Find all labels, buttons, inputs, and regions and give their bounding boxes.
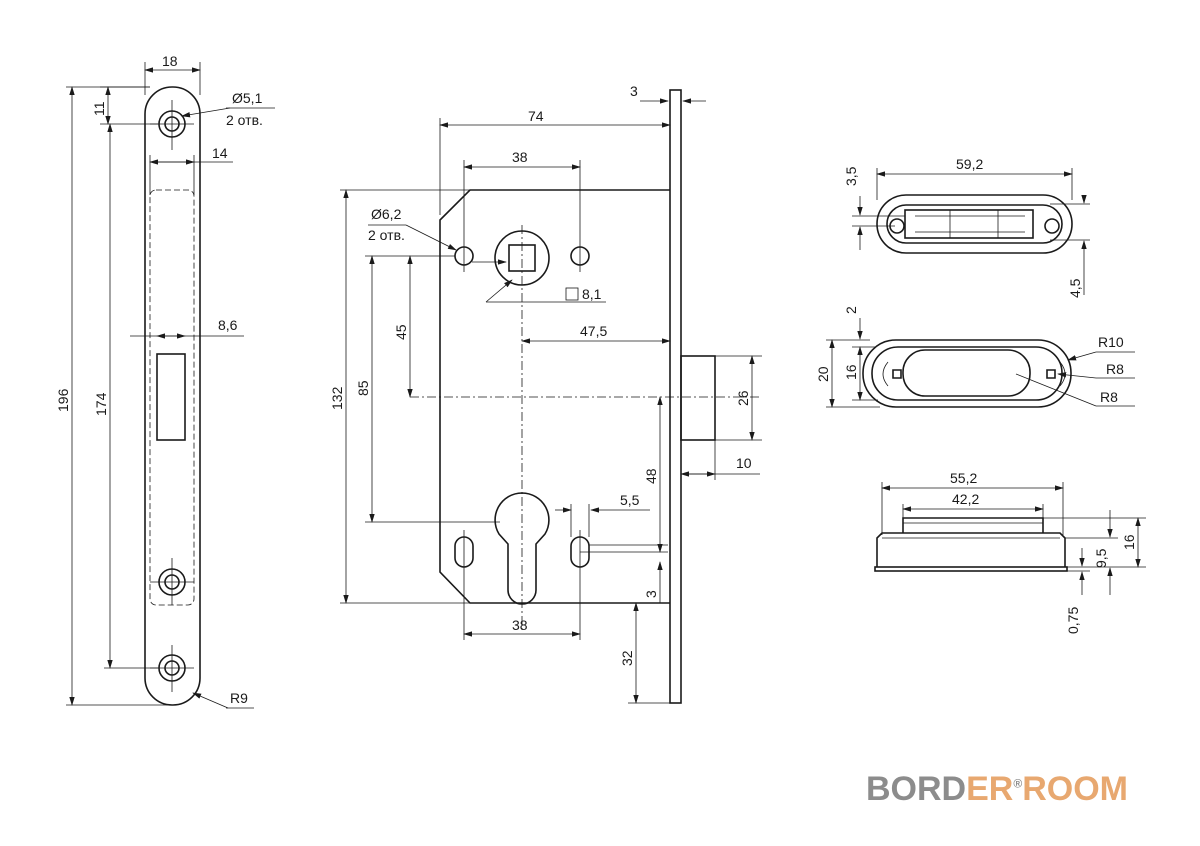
dim-strike-hole-diameter: Ø5,1 xyxy=(232,90,263,106)
latch-front-outer xyxy=(862,339,1072,408)
strike-latch-slot xyxy=(156,353,186,441)
latch-side-top xyxy=(902,517,1044,533)
latch-top-inner xyxy=(886,204,1063,244)
latch-top-outer xyxy=(876,194,1073,254)
latch-front-tab-left xyxy=(892,369,902,379)
dim-latch-side-outer-length: 55,2 xyxy=(950,470,977,486)
dim-latch-front-inner-height: 16 xyxy=(843,364,859,380)
dim-latch-front-r-outer: R10 xyxy=(1098,334,1124,350)
dim-latch-top-edge: 3,5 xyxy=(843,166,859,186)
dim-handle-offset: 45 xyxy=(393,324,409,340)
strike-plate: 18 11 Ø5,1 2 отв. 14 8,6 196 174 R9 xyxy=(55,53,275,709)
dim-strike-corner-radius: R9 xyxy=(230,690,248,706)
dim-strike-width: 18 xyxy=(162,53,178,69)
dim-cylinder-offset: 48 xyxy=(643,468,659,484)
dim-faceplate: 3 xyxy=(630,83,638,99)
dim-latch-front-r-inner2: R8 xyxy=(1100,389,1118,405)
dim-spindle-square: 8,1 xyxy=(582,286,602,302)
dim-strike-latch-slot: 8,6 xyxy=(218,317,238,333)
dim-latch-front-edge: 2 xyxy=(843,306,859,314)
dim-latch-side-height: 16 xyxy=(1121,534,1137,550)
dim-slot-width: 5,5 xyxy=(620,492,640,508)
dim-backset-total: 74 xyxy=(528,108,544,124)
latch-plate-top-view: 59,2 3,5 4,5 xyxy=(843,156,1090,298)
brand-logo: BORDER®ROOM xyxy=(866,770,1128,809)
latch-side-base xyxy=(876,532,1066,567)
latch-front-bolt xyxy=(902,349,1031,397)
dim-strike-hole-spacing: 174 xyxy=(93,392,109,416)
dim-body-hole-count: 2 отв. xyxy=(368,227,405,243)
dim-latch-top-length: 59,2 xyxy=(956,156,983,172)
dim-bottom-holes: 38 xyxy=(512,617,528,633)
strike-plate-outline xyxy=(144,86,201,706)
dim-bottom-gap: 3 xyxy=(643,590,659,598)
latch-top-hole-right xyxy=(1044,218,1060,234)
dim-latch-top-thickness: 4,5 xyxy=(1067,278,1083,298)
dim-body-height: 132 xyxy=(329,386,345,410)
dim-latch-height: 26 xyxy=(735,390,751,406)
latch-front-tab-right xyxy=(1046,369,1056,379)
dim-latch-projection: 10 xyxy=(736,455,752,471)
dim-latch-front-outer-height: 20 xyxy=(815,366,831,382)
dim-faceplate-extension: 32 xyxy=(619,650,635,666)
dim-center-distance: 85 xyxy=(355,380,371,396)
dim-backset: 47,5 xyxy=(580,323,607,339)
latch-plate-front-view: 2 20 16 R10 R8 R8 xyxy=(815,306,1135,408)
logo-part3: ROOM xyxy=(1022,770,1128,808)
dim-strike-total-height: 196 xyxy=(55,388,71,412)
lock-body-outline xyxy=(439,189,670,604)
latch-top-window xyxy=(904,209,1034,239)
logo-part1: BORD xyxy=(866,770,967,808)
dim-latch-side-inner-length: 42,2 xyxy=(952,491,979,507)
square-symbol xyxy=(565,287,579,301)
lock-latch-bolt xyxy=(680,355,716,441)
logo-part2: ER xyxy=(966,770,1014,808)
lock-faceplate xyxy=(669,89,682,704)
dim-strike-slot-width: 14 xyxy=(212,145,228,161)
latch-side-flange xyxy=(874,566,1068,572)
dim-latch-front-r-inner: R8 xyxy=(1106,361,1124,377)
latch-plate-side-view: 55,2 42,2 16 9,5 0,75 xyxy=(874,470,1146,634)
logo-reg: ® xyxy=(1013,776,1023,791)
dim-strike-hole-offset: 11 xyxy=(91,101,107,116)
dim-body-hole-diameter: Ø6,2 xyxy=(371,206,402,222)
dim-latch-side-base: 0,75 xyxy=(1065,607,1081,634)
dim-latch-side-inner-height: 9,5 xyxy=(1093,548,1109,568)
dim-strike-hole-count: 2 отв. xyxy=(226,112,263,128)
lock-body: 3 74 38 Ø6,2 2 отв. 8,1 132 85 xyxy=(329,83,762,704)
dim-top-holes: 38 xyxy=(512,149,528,165)
